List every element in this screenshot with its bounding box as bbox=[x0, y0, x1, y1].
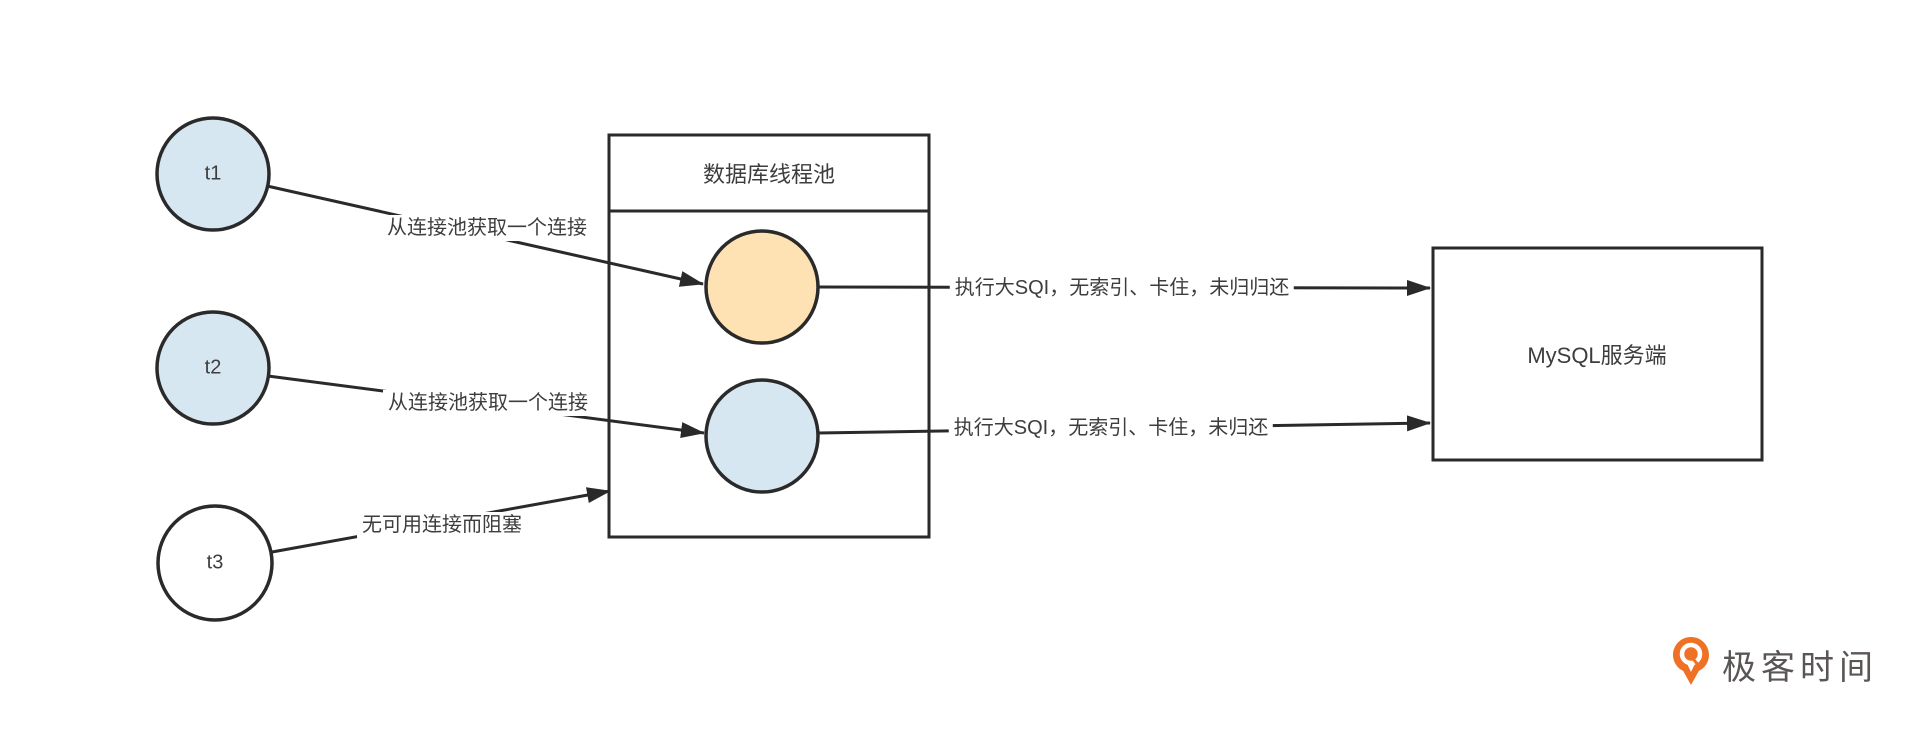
pool-connection-busy bbox=[704, 229, 820, 345]
thread-node-t2 bbox=[155, 310, 271, 426]
edge-label-t3-blocked: 无可用连接而阻塞 bbox=[357, 512, 527, 538]
thread-pool-title: 数据库线程池 bbox=[702, 162, 836, 187]
thread-label-t1: t1 bbox=[204, 162, 222, 185]
edge-label-conn1-big-sql: 执行大SQI，无索引、卡住，未归归还 bbox=[949, 275, 1295, 301]
thread-label-t3: t3 bbox=[206, 551, 224, 574]
geektime-pin-icon bbox=[1673, 637, 1709, 685]
edge-label-t1-get-connection: 从连接池获取一个连接 bbox=[382, 215, 592, 241]
pool-connection-idle bbox=[704, 378, 820, 494]
brand-logo: 极客时间 bbox=[1672, 636, 1878, 692]
mysql-server-label: MySQL服务端 bbox=[1527, 343, 1667, 368]
thread-node-t3 bbox=[156, 504, 274, 622]
edge-label-conn2-big-sql: 执行大SQI，无索引、卡住，未归还 bbox=[948, 415, 1274, 441]
thread-node-t1 bbox=[155, 116, 271, 232]
mysql-server-box bbox=[1431, 246, 1764, 462]
edge-label-t2-get-connection: 从连接池获取一个连接 bbox=[383, 390, 593, 416]
thread-label-t2: t2 bbox=[204, 356, 222, 379]
brand-logo-text: 极客时间 bbox=[1722, 648, 1878, 687]
